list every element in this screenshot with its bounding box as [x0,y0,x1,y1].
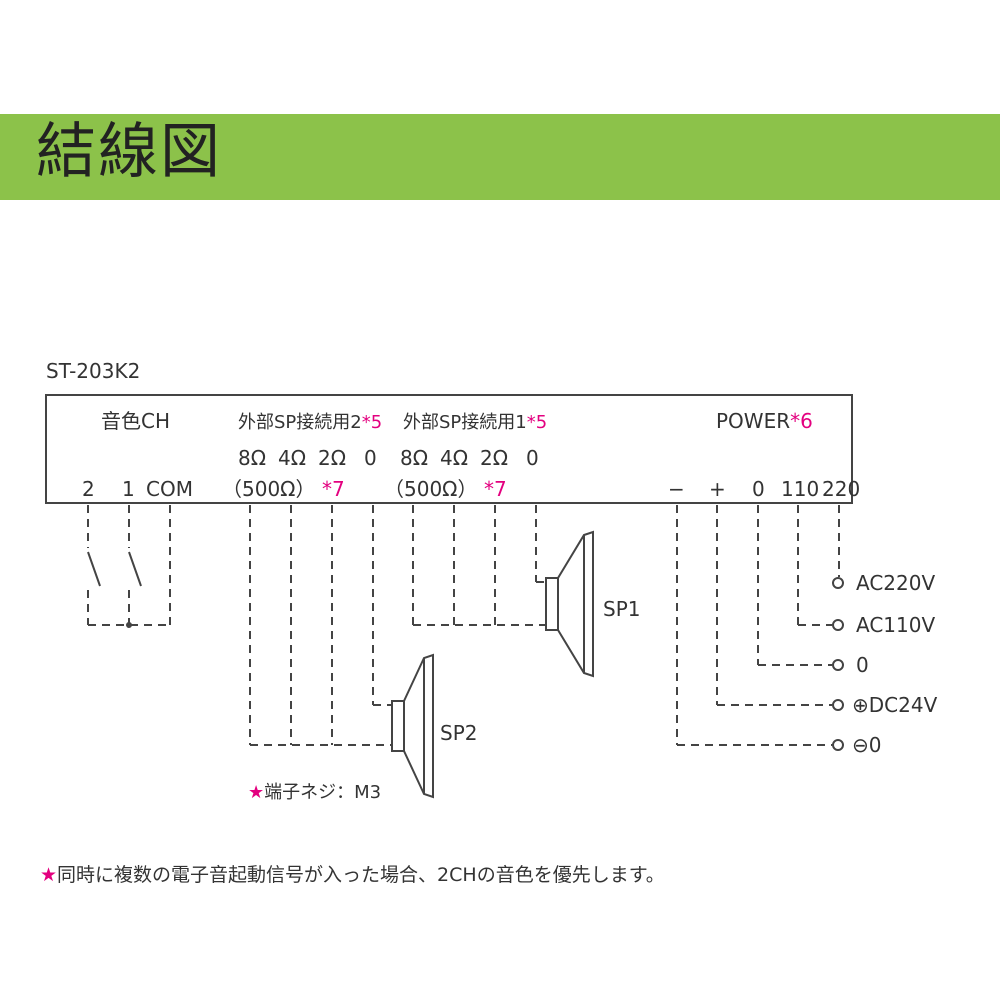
dc0-terminal [832,739,844,751]
ac110v-terminal [832,619,844,631]
sp2-wiring [249,505,392,746]
sp1-label: SP1 [603,597,640,621]
tone-1-label: 1 [122,477,135,501]
sp1-ref7: *7 [484,477,507,501]
sp1-500ohm-label: （500Ω） [384,477,477,501]
tone-ch-label: 音色CH [101,409,170,433]
ac220v-terminal [832,577,844,589]
power-ref: *6 [790,409,813,433]
ac0-label: 0 [856,653,869,677]
sp2-4ohm-label: 4Ω [278,446,306,470]
power-wiring [676,505,840,746]
speaker-sp2-icon [391,653,434,799]
ac220v-label: AC220V [856,571,935,595]
footnote: ★同時に複数の電子音起動信号が入った場合、2CHの音色を優先します。 [40,864,665,886]
sp2-8ohm-label: 8Ω [238,446,266,470]
power-0-label: 0 [752,477,765,501]
screw-note-text: 端子ネジ：M3 [264,782,381,803]
ext-sp1-ref: *5 [527,412,547,433]
sp2-500ohm-label: （500Ω） [222,477,315,501]
sp2-ref7: *7 [322,477,345,501]
tone-com-label: COM [146,477,193,501]
sp1-0-label: 0 [526,446,539,470]
ac0-terminal [832,659,844,671]
power-label: POWER*6 [716,409,813,433]
power-110-label: 110 [781,477,819,501]
tone-2-label: 2 [82,477,95,501]
ext-sp2-ref: *5 [362,412,382,433]
ext-sp2-text: 外部SP接続用2 [238,412,362,433]
screw-note: ★端子ネジ：M3 [248,782,381,803]
sp2-2ohm-label: 2Ω [318,446,346,470]
footnote-text: 同時に複数の電子音起動信号が入った場合、2CHの音色を優先します。 [57,864,665,886]
speaker-sp1-icon [545,530,594,678]
ext-sp1-label: 外部SP接続用1*5 [403,412,547,433]
screw-note-star: ★ [248,782,264,803]
sp1-2ohm-label: 2Ω [480,446,508,470]
sp1-4ohm-label: 4Ω [440,446,468,470]
dc24v-label: ⊕DC24V [852,693,938,717]
tone-switch-wiring [87,505,171,628]
sp2-label: SP2 [440,721,477,745]
footnote-star: ★ [40,864,57,886]
power-plus-label: + [709,477,726,501]
model-label: ST-203K2 [46,359,140,383]
ac110v-label: AC110V [856,613,935,637]
page-title: 結線図 [36,117,222,187]
terminal-box [45,394,853,504]
power-text: POWER [716,409,790,433]
ext-sp2-label: 外部SP接続用2*5 [238,412,382,433]
ext-sp1-text: 外部SP接続用1 [403,412,527,433]
sp2-0-label: 0 [364,446,377,470]
dc0-label: ⊖0 [852,733,881,757]
sp1-8ohm-label: 8Ω [400,446,428,470]
sp1-wiring [412,505,546,626]
title-banner [0,114,1000,200]
power-minus-label: − [668,477,685,501]
dc24v-terminal [832,699,844,711]
power-220-label: 220 [822,477,860,501]
